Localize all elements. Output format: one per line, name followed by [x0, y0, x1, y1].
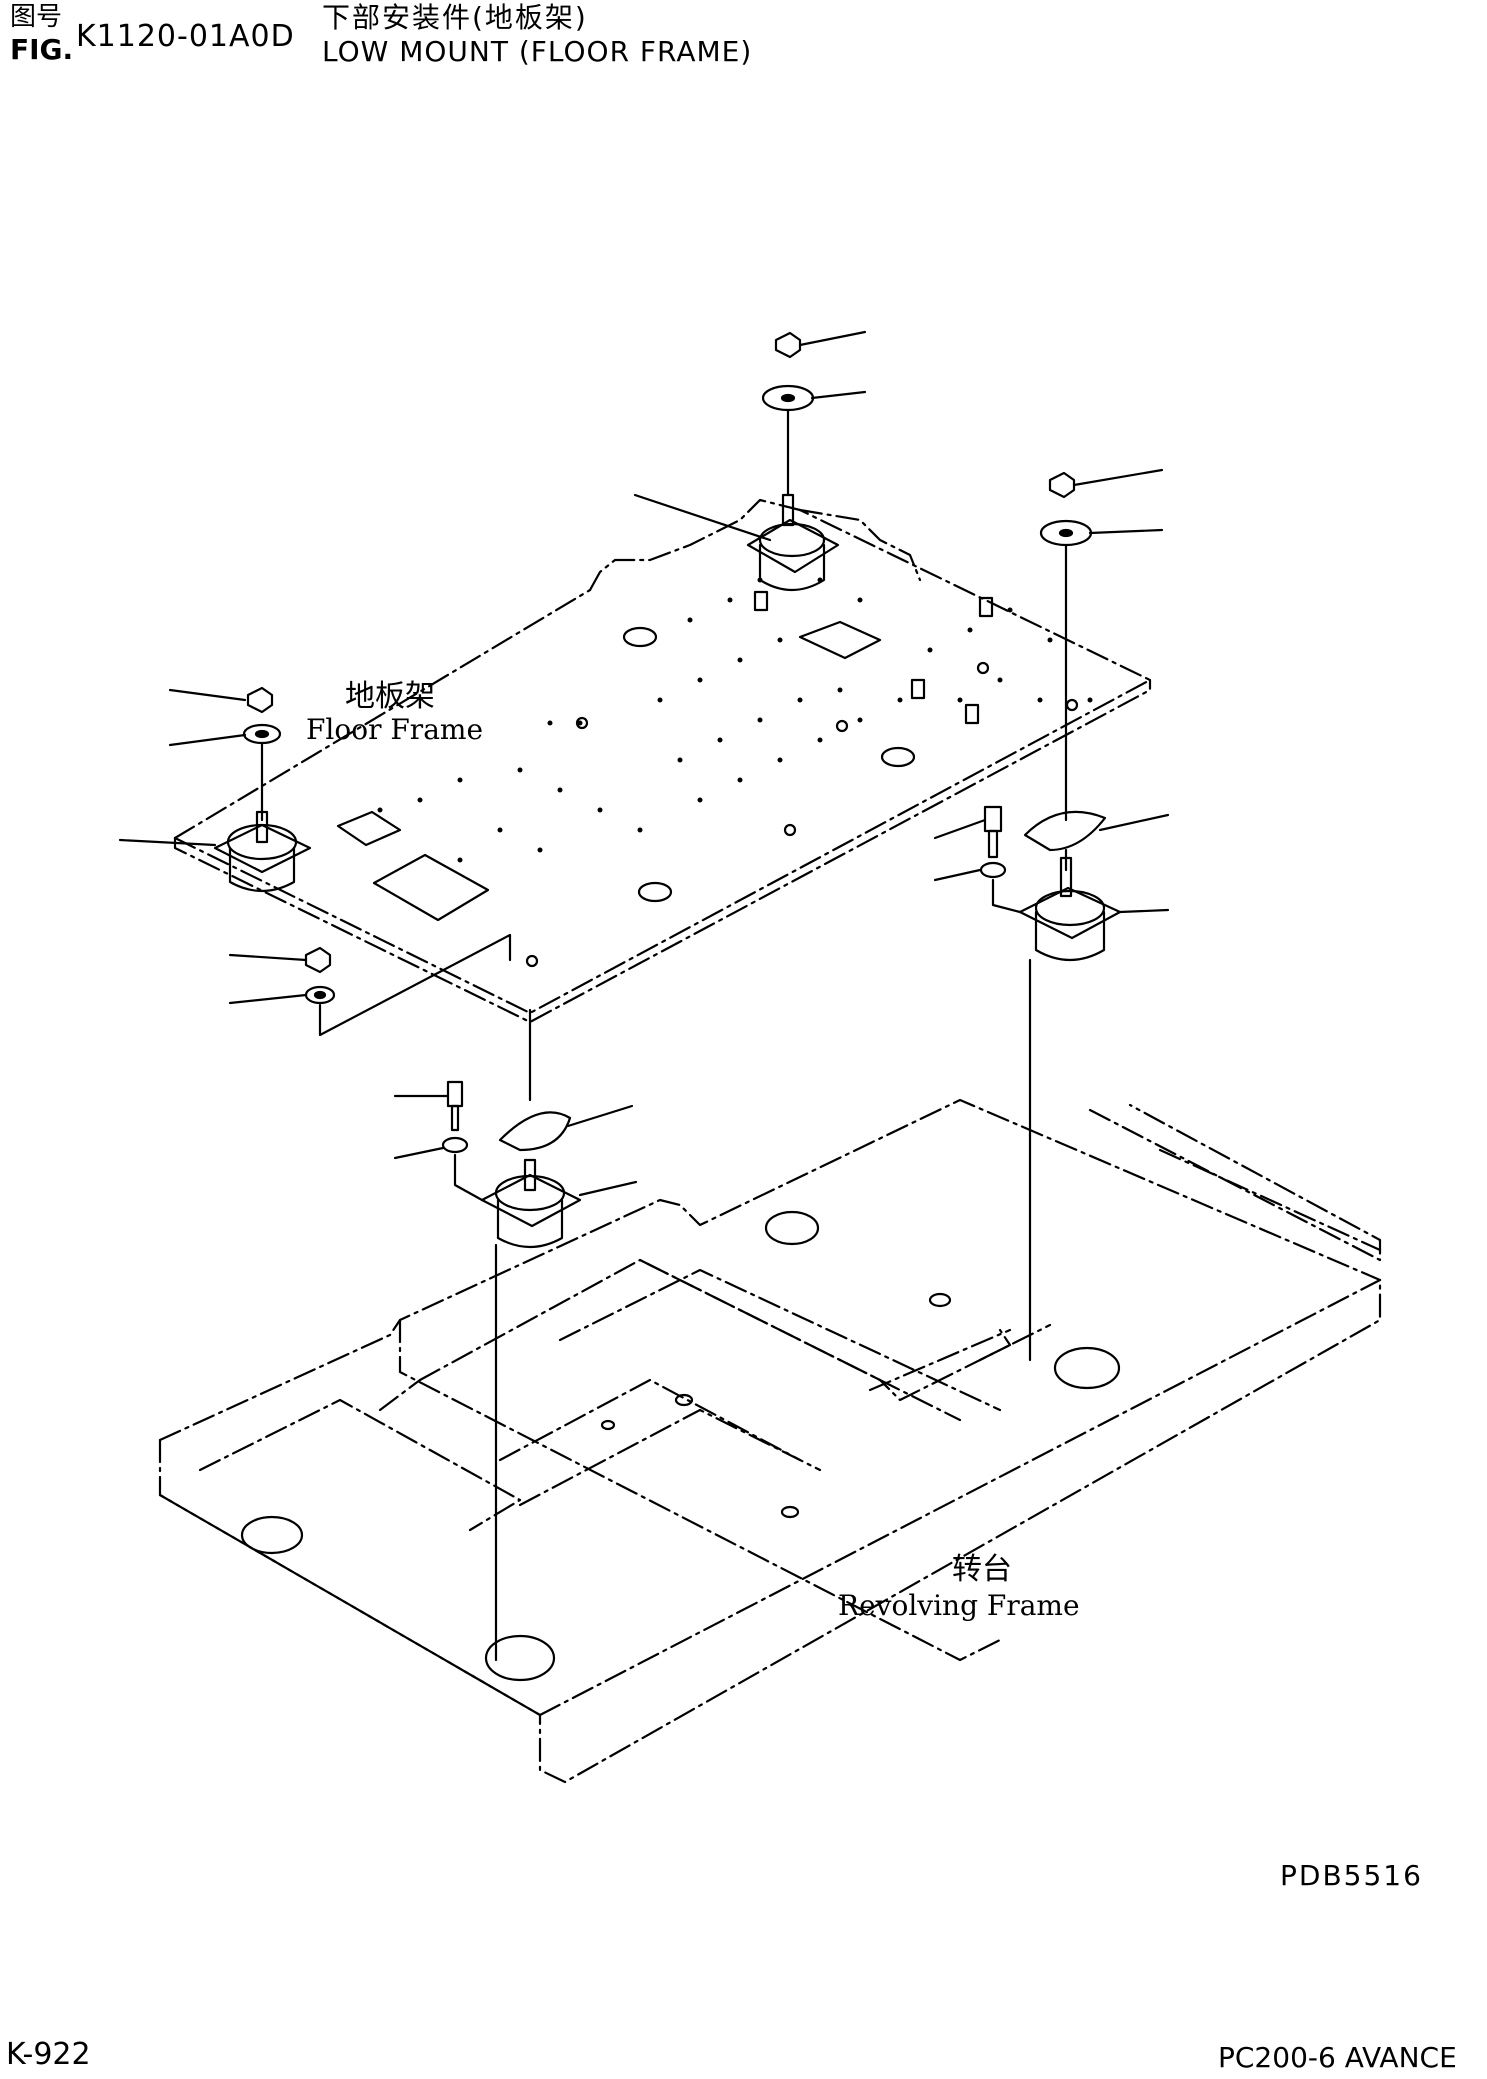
drawing-code: PDB5516: [1280, 1859, 1423, 1892]
mount-left: [213, 686, 312, 892]
mount-lower-nuts: [304, 933, 512, 1037]
floor-frame-plate: [173, 498, 1152, 1024]
floor-frame-holes: [377, 577, 1093, 863]
revolving-frame: [158, 1098, 1382, 1784]
floor-frame-label-cn: 地板架: [345, 679, 435, 714]
revolving-frame-holes: [240, 1210, 1121, 1682]
mount-bottom-center: [441, 1008, 582, 1662]
figure-label-en: FIG.: [10, 33, 74, 66]
figure-title-en: LOW MOUNT (FLOOR FRAME): [322, 35, 753, 68]
leader-lines: [118, 330, 1170, 1197]
mount-top-center: [746, 331, 840, 591]
revolving-frame-label-cn: 转台: [952, 1552, 1012, 1587]
mount-top-right: [1018, 471, 1122, 1362]
figure-number: K1120-01A0D: [76, 19, 295, 54]
revolving-frame-label-en: Revolving Frame: [838, 1589, 1080, 1622]
figure-title-cn: 下部安装件(地板架): [322, 1, 588, 34]
floor-frame-label-en: Floor Frame: [306, 713, 484, 746]
machine-model: PC200-6 AVANCE: [1218, 2041, 1457, 2074]
figure-label-cn: 图号: [10, 2, 63, 32]
mount-right-bolt: [979, 805, 1022, 914]
page-number: K-922: [6, 2037, 91, 2072]
